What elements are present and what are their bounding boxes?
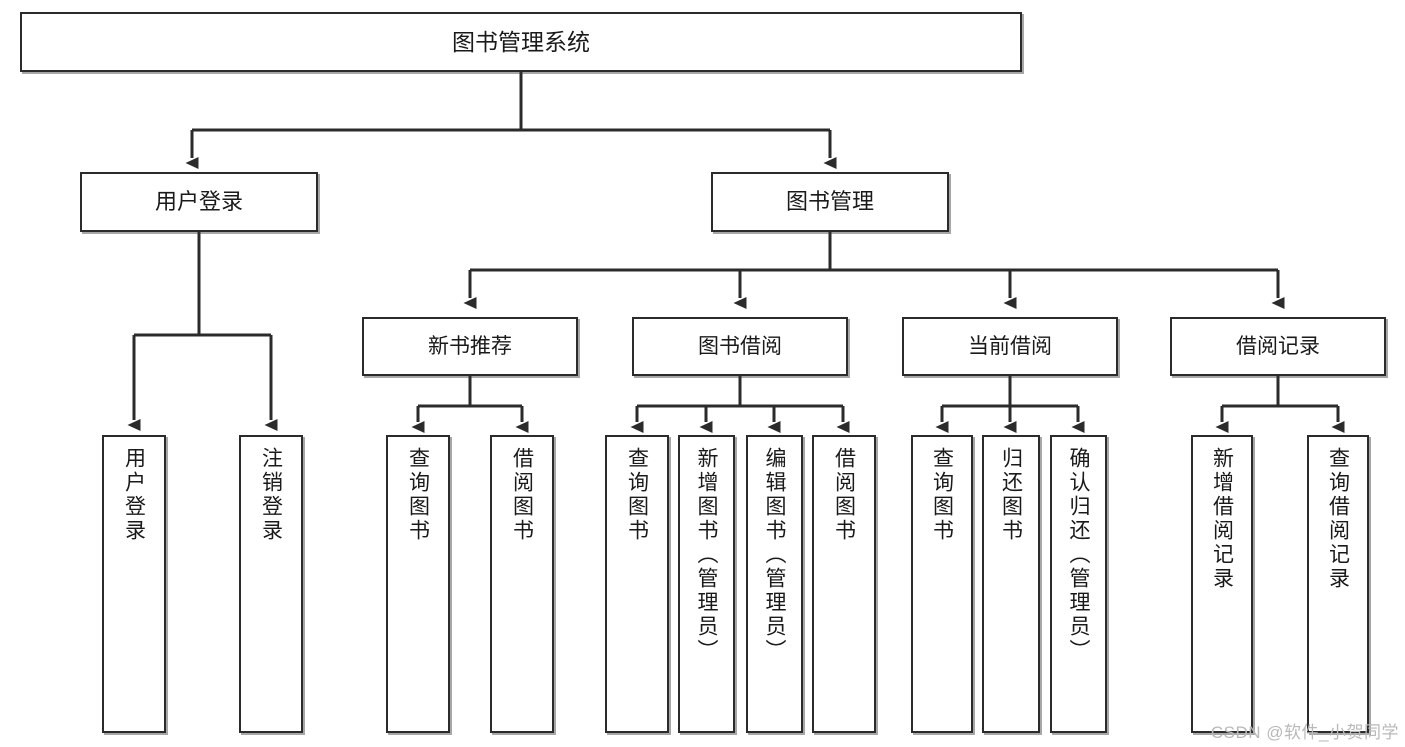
node-label: 图书管理 xyxy=(785,189,874,215)
node-system-root[interactable]: 图书管理系统 xyxy=(20,12,1022,72)
leaf-book-borrow-query[interactable]: 查询图书 xyxy=(605,435,669,733)
leaf-current-borrow-query[interactable]: 查询图书 xyxy=(911,435,973,733)
node-label: 新书推荐 xyxy=(428,334,512,358)
leaf-borrow-record-add[interactable]: 新增借阅记录 xyxy=(1191,435,1253,733)
node-label: 用户登录 xyxy=(122,447,146,543)
node-borrow-record[interactable]: 借阅记录 xyxy=(1170,317,1386,376)
leaf-book-borrow-borrow[interactable]: 借阅图书 xyxy=(812,435,876,733)
node-label: 查询图书 xyxy=(406,447,430,543)
node-book-management[interactable]: 图书管理 xyxy=(711,172,949,232)
leaf-new-book-borrow[interactable]: 借阅图书 xyxy=(490,435,554,733)
node-label: 新增图书（管理员） xyxy=(695,447,718,663)
leaf-borrow-record-query[interactable]: 查询借阅记录 xyxy=(1307,435,1369,733)
node-current-borrow[interactable]: 当前借阅 xyxy=(902,317,1118,376)
node-label: 确认归还（管理员） xyxy=(1067,447,1090,663)
node-label: 借阅记录 xyxy=(1236,334,1320,358)
node-label: 借阅图书 xyxy=(832,447,856,543)
node-label: 当前借阅 xyxy=(968,334,1052,358)
leaf-current-borrow-return[interactable]: 归还图书 xyxy=(982,435,1040,733)
leaf-book-borrow-edit[interactable]: 编辑图书（管理员） xyxy=(746,435,803,733)
node-label: 归还图书 xyxy=(999,447,1023,543)
node-label: 查询图书 xyxy=(625,447,649,543)
node-book-borrow[interactable]: 图书借阅 xyxy=(632,317,848,376)
node-label: 新增借阅记录 xyxy=(1210,447,1234,591)
leaf-user-login-login[interactable]: 用户登录 xyxy=(102,435,166,733)
node-label: 编辑图书（管理员） xyxy=(763,447,786,663)
node-label: 借阅图书 xyxy=(510,447,534,543)
node-new-book-recommend[interactable]: 新书推荐 xyxy=(362,317,578,376)
node-user-login[interactable]: 用户登录 xyxy=(80,172,318,232)
node-label: 查询借阅记录 xyxy=(1326,447,1350,591)
node-label: 图书管理系统 xyxy=(452,28,590,55)
node-label: 用户登录 xyxy=(154,189,243,215)
node-label: 查询图书 xyxy=(930,447,954,543)
leaf-book-borrow-add[interactable]: 新增图书（管理员） xyxy=(678,435,735,733)
leaf-current-borrow-confirm-return[interactable]: 确认归还（管理员） xyxy=(1050,435,1107,733)
node-label: 图书借阅 xyxy=(698,334,782,358)
node-label: 注销登录 xyxy=(259,447,283,543)
leaf-new-book-query[interactable]: 查询图书 xyxy=(386,435,450,733)
leaf-user-login-logout[interactable]: 注销登录 xyxy=(239,435,303,733)
